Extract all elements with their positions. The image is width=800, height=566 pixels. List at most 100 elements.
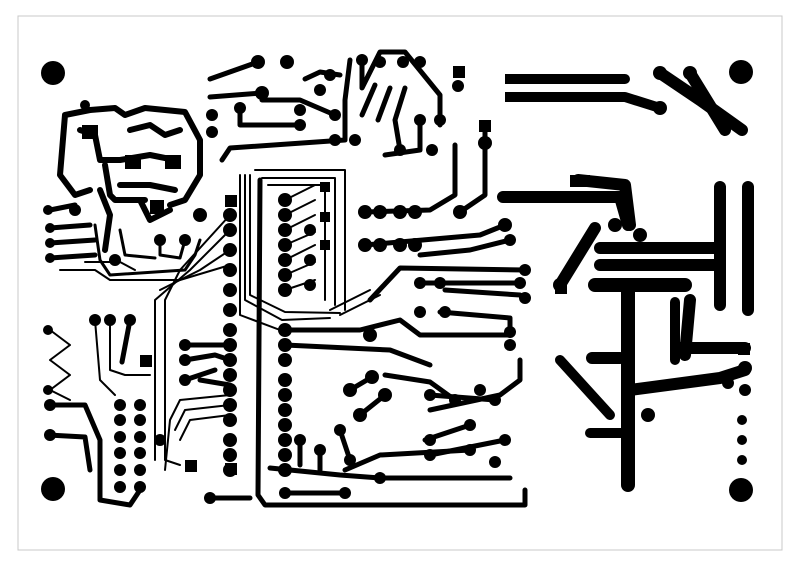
square-pad — [453, 66, 465, 78]
round-pad — [453, 205, 467, 219]
bus-trace — [254, 169, 346, 311]
power-trace — [555, 355, 615, 420]
signal-trace — [47, 237, 98, 246]
signal-trace — [359, 49, 443, 128]
round-pad — [373, 205, 387, 219]
round-pad — [114, 481, 126, 493]
round-pad — [45, 253, 55, 263]
signal-trace — [119, 317, 133, 365]
round-pad — [223, 243, 237, 257]
bus-trace — [49, 329, 71, 401]
left-control-block — [57, 105, 203, 277]
round-pad — [223, 323, 237, 337]
round-pad — [45, 223, 55, 233]
mounting-hole-top-left — [41, 61, 65, 85]
square-pad — [140, 355, 152, 367]
round-pad — [324, 69, 336, 81]
signal-trace — [207, 90, 265, 100]
round-pad — [365, 370, 379, 384]
round-pad — [464, 444, 476, 456]
bus-trace — [164, 394, 231, 471]
signal-trace — [47, 222, 93, 231]
round-pad — [304, 224, 316, 236]
round-pad — [43, 205, 53, 215]
signal-trace — [342, 447, 473, 473]
round-pad — [278, 268, 292, 282]
round-pad — [278, 353, 292, 367]
signal-trace — [359, 82, 378, 118]
round-pad — [278, 253, 292, 267]
round-pad — [223, 208, 237, 222]
round-pad — [408, 205, 422, 219]
square-pad — [225, 195, 237, 207]
round-pad — [69, 204, 81, 216]
round-pad — [408, 238, 422, 252]
round-pad — [424, 434, 436, 446]
round-pad — [154, 434, 166, 446]
bus-trace — [179, 414, 231, 441]
round-pad — [104, 314, 116, 326]
loop-trace — [57, 107, 93, 198]
round-pad — [722, 377, 734, 389]
round-pad — [514, 277, 526, 289]
square-pad — [82, 125, 98, 139]
round-pad — [278, 323, 292, 337]
square-pad — [320, 240, 330, 250]
round-pad — [334, 424, 346, 436]
round-pad — [739, 384, 751, 396]
signal-trace — [219, 57, 353, 163]
square-pad — [320, 182, 330, 192]
round-pad — [363, 328, 377, 342]
signal-trace — [45, 432, 93, 473]
round-pad — [278, 223, 292, 237]
round-pad — [278, 193, 292, 207]
round-pad — [45, 238, 55, 248]
round-pad — [737, 455, 747, 465]
round-pad — [439, 306, 451, 318]
signal-trace — [375, 85, 393, 123]
round-pad — [43, 325, 53, 335]
signal-trace — [367, 265, 528, 303]
square-pads — [82, 66, 750, 475]
power-trace — [554, 222, 601, 291]
round-pad — [683, 66, 697, 80]
signal-trace — [417, 237, 513, 258]
bus-trace — [164, 214, 231, 466]
round-pad — [314, 84, 326, 96]
round-pad — [738, 361, 752, 375]
round-pad — [329, 109, 341, 121]
round-pad — [255, 86, 269, 100]
square-pad — [505, 74, 515, 84]
signal-trace — [282, 342, 433, 368]
round-pad — [424, 449, 436, 461]
bus-traces — [49, 169, 381, 471]
round-pad — [519, 292, 531, 304]
round-pad — [314, 444, 326, 456]
round-pad — [223, 398, 237, 412]
round-pad — [653, 101, 667, 115]
round-pad — [278, 338, 292, 352]
bus-trace — [59, 264, 231, 281]
round-pad — [204, 492, 216, 504]
square-pad — [320, 212, 330, 222]
round-pad — [124, 314, 136, 326]
round-pad — [114, 447, 126, 459]
round-pad — [339, 487, 351, 499]
bus-trace — [339, 294, 381, 316]
power-traces — [497, 67, 754, 492]
round-pad — [223, 338, 237, 352]
round-pad — [356, 54, 368, 66]
round-pad — [279, 487, 291, 499]
round-pad — [393, 238, 407, 252]
round-pad — [641, 408, 655, 422]
round-pad — [394, 144, 406, 156]
round-pad — [44, 399, 56, 411]
round-pad — [134, 447, 146, 459]
round-pad — [519, 264, 531, 276]
square-pad — [165, 155, 181, 169]
round-pad — [278, 418, 292, 432]
round-pad — [134, 464, 146, 476]
round-pad — [329, 134, 341, 146]
round-pad — [278, 388, 292, 402]
round-pad — [223, 223, 237, 237]
